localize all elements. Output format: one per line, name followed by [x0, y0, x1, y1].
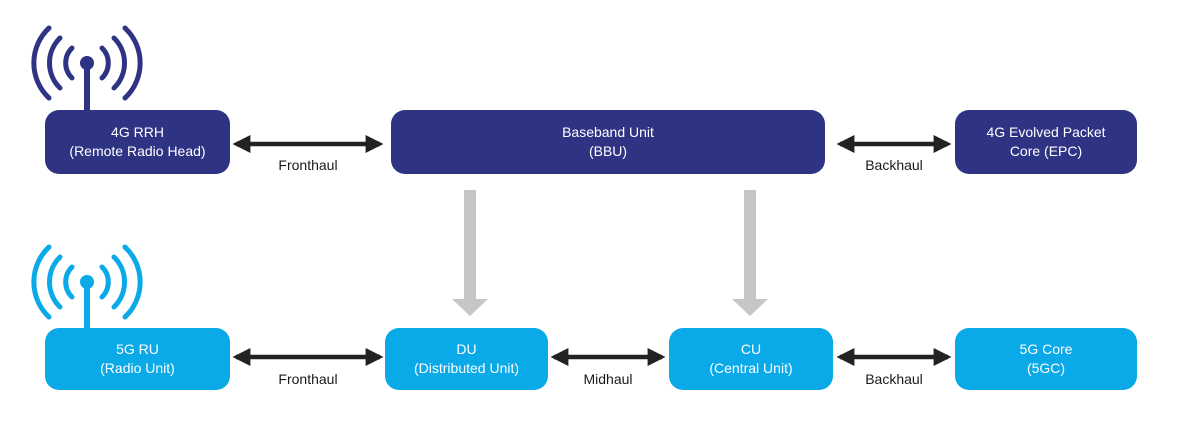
radio-antenna-icon — [31, 25, 143, 110]
node-subtitle: (Central Unit) — [709, 360, 793, 376]
node-title: 4G RRH — [111, 124, 164, 140]
radio-antenna-icon — [31, 244, 143, 329]
rrh-4g-box: 4G RRH (Remote Radio Head) — [45, 110, 230, 174]
midhaul-5g-label: Midhaul — [583, 371, 633, 387]
bbu-box: Baseband Unit (BBU) — [391, 110, 825, 174]
backhaul-4g-label: Backhaul — [865, 157, 923, 173]
node-title: Baseband Unit — [562, 124, 654, 140]
node-title: 4G Evolved Packet — [986, 124, 1106, 140]
fronthaul-4g-label: Fronthaul — [278, 157, 338, 173]
node-title: CU — [740, 341, 762, 357]
node-subtitle: (Radio Unit) — [100, 360, 175, 376]
backhaul-5g-label: Backhaul — [865, 371, 923, 387]
node-title: DU — [456, 341, 477, 357]
node-subtitle: (Remote Radio Head) — [69, 143, 206, 159]
node-title: 5G RU — [116, 341, 159, 357]
node-subtitle: (Distributed Unit) — [413, 360, 520, 376]
evolution-arrow-du — [452, 190, 488, 316]
fronthaul-5g-label: Fronthaul — [278, 371, 338, 387]
cu-box: CU (Central Unit) — [669, 328, 833, 390]
core-5g-box: 5G Core (5GC) — [955, 328, 1137, 390]
node-subtitle: (5GC) — [1026, 360, 1066, 376]
evolution-arrow-cu — [732, 190, 768, 316]
ru-5g-box: 5G RU (Radio Unit) — [45, 328, 230, 390]
node-subtitle: (BBU) — [588, 143, 628, 159]
node-title: 5G Core — [1019, 341, 1073, 357]
du-box: DU (Distributed Unit) — [385, 328, 548, 390]
node-subtitle: Core (EPC) — [1009, 143, 1083, 159]
epc-box: 4G Evolved Packet Core (EPC) — [955, 110, 1137, 174]
